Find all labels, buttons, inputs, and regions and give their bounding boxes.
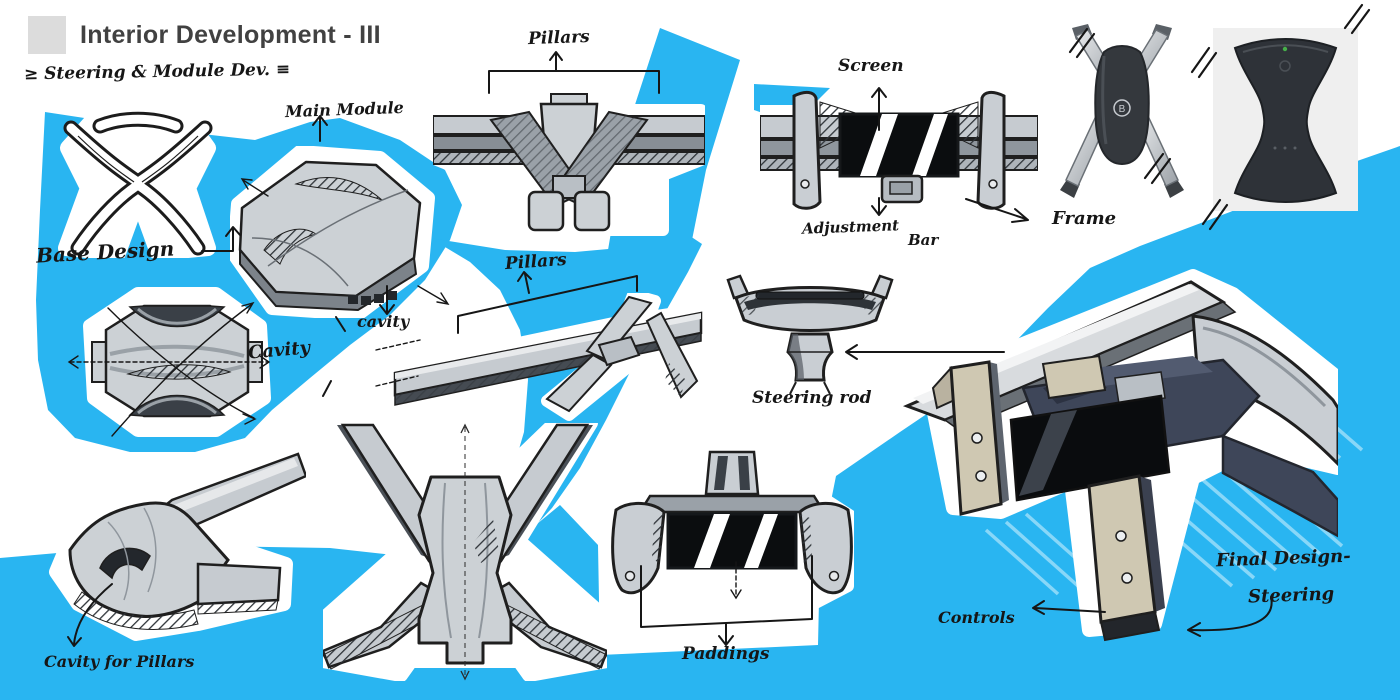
device-body bbox=[1233, 38, 1338, 203]
label-screen: Screen bbox=[838, 56, 904, 76]
sketch-pillars-front bbox=[433, 93, 705, 236]
page-title: Interior Development - III bbox=[80, 20, 381, 49]
brand-logo-circle bbox=[1113, 99, 1131, 117]
brand-initial: B bbox=[1119, 104, 1126, 115]
sketch-main-module bbox=[230, 146, 435, 318]
label-cavity-lower: cavity bbox=[357, 312, 410, 331]
label-final-design-line2: Steering bbox=[1247, 583, 1335, 608]
photo-product-holder: B bbox=[1060, 24, 1184, 198]
sketch-base-design bbox=[58, 111, 216, 258]
label-adjustment: Adjustment bbox=[801, 216, 900, 238]
sketch-screen-module bbox=[610, 448, 854, 616]
screen-black-panel bbox=[666, 512, 798, 570]
label-pillars-mid: Pillars bbox=[504, 249, 568, 275]
label-cavity-for-pillars: Cavity for Pillars bbox=[44, 652, 195, 671]
sketch-front-x bbox=[323, 423, 607, 681]
label-bar: Bar bbox=[908, 231, 939, 249]
label-steering-rod: Steering rod bbox=[752, 388, 872, 408]
label-frame: Frame bbox=[1052, 208, 1117, 229]
control-screw bbox=[1121, 572, 1133, 584]
control-screw bbox=[1115, 530, 1127, 542]
cavity-arch bbox=[99, 547, 151, 580]
sketch-steering-rod bbox=[726, 274, 894, 395]
header: Interior Development - III bbox=[28, 16, 381, 54]
photo-product-device bbox=[1213, 28, 1358, 211]
label-pillars-top: Pillars bbox=[527, 26, 591, 50]
slash-marks bbox=[1068, 3, 1371, 231]
label-paddings: Paddings bbox=[682, 644, 770, 664]
sketch-pillars-iso bbox=[393, 293, 711, 421]
sketch-final-design bbox=[896, 269, 1338, 642]
status-led bbox=[1282, 46, 1288, 52]
title-square bbox=[28, 16, 66, 54]
label-controls: Controls bbox=[938, 608, 1015, 627]
sketch-screen-front bbox=[760, 90, 1038, 217]
